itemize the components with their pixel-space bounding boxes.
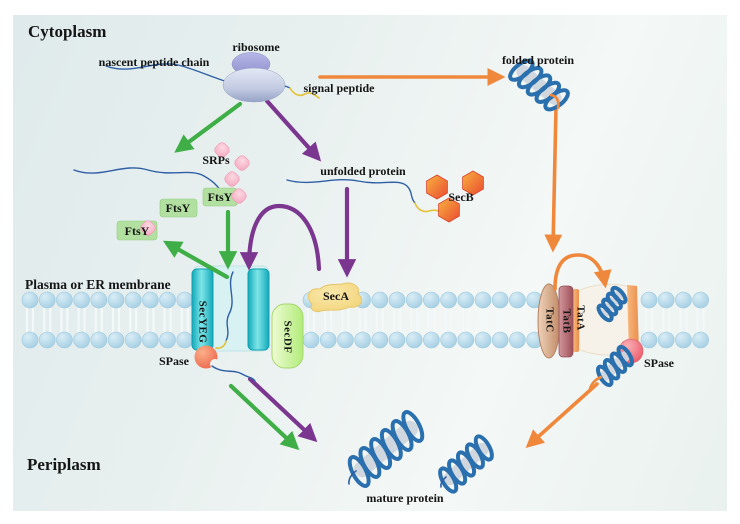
secb-label: SecB (448, 190, 474, 204)
arrow-seca-loop-to-secyeg (239, 203, 322, 272)
arrow-to-mature-purple (247, 376, 318, 443)
secdf-shape (271, 303, 304, 369)
srps-label: SRPs (202, 153, 230, 167)
mature-protein-helix-large (347, 410, 425, 488)
diagram-background (13, 15, 727, 511)
arrow-folded-to-tat (544, 105, 563, 253)
arrow-secyeg-to-ftsy (162, 240, 230, 280)
arrow-tat-loop (553, 253, 612, 291)
periplasm-label: Periplasm (27, 455, 101, 474)
secdf-label: SecDF (281, 320, 294, 354)
ftsy-label-2: FtsY (165, 201, 191, 215)
mature-protein-label: mature protein (366, 491, 444, 505)
membrane-label: Plasma or ER membrane (25, 277, 171, 292)
arrow-tat-to-mature (525, 382, 599, 449)
spase-left-label: SPase (159, 354, 189, 368)
tata-label: TatA (574, 305, 587, 331)
cleaved-chain-line (211, 365, 256, 382)
signal-peptide-line (289, 87, 320, 99)
seca-label: SecA (323, 289, 349, 303)
folded-protein-label: folded protein (501, 53, 575, 67)
protein-helices (347, 58, 634, 494)
helix-tails (348, 93, 603, 488)
seca-shape (307, 282, 363, 312)
spase-right-label: SPase (644, 356, 674, 370)
arrow-ribosome-to-unfolded (264, 98, 322, 162)
ftsy-label-1: FtsY (207, 190, 233, 204)
mature-protein-helix-small (438, 434, 494, 494)
arrow-to-mature-green (228, 383, 300, 451)
tat-channel-helix (596, 285, 628, 323)
nascent-chain-line (105, 63, 320, 99)
tatb-label: TatB (560, 308, 573, 334)
tatb-shape (558, 285, 574, 358)
secyeg-label: SecYEG (196, 300, 209, 344)
ribosome-shape (222, 52, 286, 103)
tat-exported-helix (596, 344, 634, 388)
cytoplasm-label: Cytoplasm (28, 22, 107, 41)
translocating-chain-line (215, 271, 234, 350)
ftsy-label-3: FtsY (124, 224, 150, 238)
srp-chain-line (73, 167, 221, 191)
arrow-ribosome-to-srps (174, 101, 243, 153)
srp-pathway-arrows (162, 101, 300, 451)
tat-pathway-arrows (318, 68, 612, 449)
nascent-peptide-chain-label: nascent peptide chain (98, 55, 210, 69)
secb-hexagons (426, 170, 484, 223)
ribosome-label: ribosome (232, 40, 280, 54)
tatc-label: TatC (543, 307, 556, 333)
membrane-lipids (21, 291, 709, 349)
srp-particles (140, 142, 250, 236)
sec-pathway-arrows (239, 98, 357, 443)
unfolded-chain-line (286, 178, 444, 215)
unfolded-protein-label: unfolded protein (320, 164, 406, 178)
signal-peptide-label: signal peptide (303, 81, 375, 95)
